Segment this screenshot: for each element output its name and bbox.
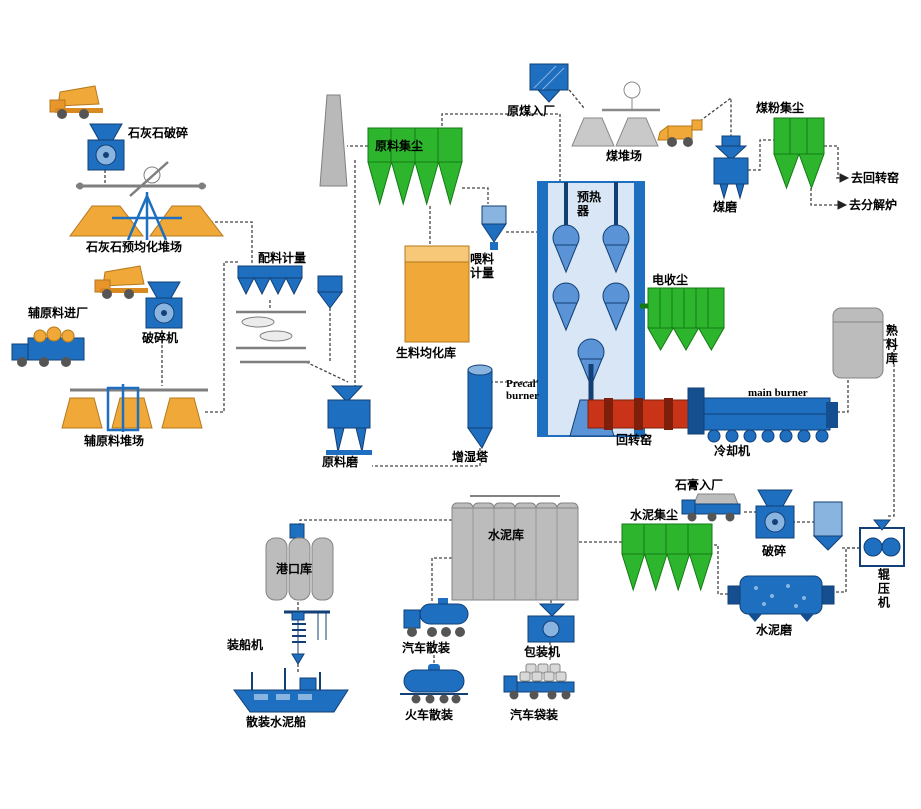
gypsum-silo-icon (812, 501, 844, 551)
label-clinker-silo: 熟料库 (884, 324, 899, 366)
raw-mill-icon (326, 385, 372, 455)
label-humidifier-tower: 增湿塔 (452, 450, 489, 464)
label-cement-dust: 水泥集尘 (630, 508, 679, 522)
label-ship-loader: 装船机 (227, 638, 264, 652)
label-aux-material-yard: 辅原料堆场 (84, 434, 145, 448)
rotary-kiln-icon (587, 398, 699, 430)
label-feeding-metering: 喂料计量 (470, 252, 495, 281)
cement-mill-icon (727, 575, 835, 622)
label-cooler: 冷却机 (714, 444, 751, 458)
esp-icon (647, 287, 725, 352)
batching-bins-icon (237, 265, 343, 309)
label-aux-material-entry: 辅原料进厂 (28, 306, 89, 320)
chimney-icon (319, 94, 348, 187)
label-limestone-preblending-yard: 石灰石预均化堆场 (86, 240, 183, 254)
gypsum-crusher-icon (755, 489, 795, 539)
raw-meal-silo-icon (404, 245, 470, 343)
mixer-truck-icon (49, 85, 103, 119)
label-coal-dust: 煤粉集尘 (756, 101, 805, 115)
rail-tank-icon (400, 664, 468, 704)
aux-stockpiles-icon (61, 397, 203, 429)
label-precal-burner: Precal' burner (506, 378, 539, 403)
tanker-truck-icon (403, 598, 469, 637)
label-to-calciner: 去分解炉 (849, 198, 898, 212)
label-cement-mill: 水泥磨 (756, 623, 793, 637)
label-truck-bagged: 汽车袋装 (510, 708, 559, 722)
aux-crusher-icon (145, 281, 183, 329)
roller-press-icon (859, 519, 905, 567)
label-packing-machine: 包装机 (524, 645, 561, 659)
label-rotary-kiln: 回转窑 (616, 433, 653, 447)
label-port-silo: 港口库 (276, 562, 313, 576)
label-train-bulk: 火车散装 (405, 708, 454, 722)
label-limestone-crushing: 石灰石破碎 (128, 126, 189, 140)
label-roller-press: 辊压机 (876, 568, 891, 610)
label-to-rotary-kiln: 去回转窑 (851, 171, 900, 185)
coal-mill-icon (713, 135, 749, 200)
label-crusher-machine: 破碎机 (142, 331, 179, 345)
label-coal-yard: 煤堆场 (606, 149, 643, 163)
label-main-burner: main burner (748, 387, 808, 399)
conveyor-icon (76, 161, 206, 197)
aux-mixer-truck-icon (94, 265, 148, 299)
flow-arrow-icons (836, 173, 850, 210)
packing-machine-icon (527, 603, 575, 643)
label-raw-mill: 原料磨 (322, 455, 359, 469)
stacker-reclaimer-icon (112, 192, 182, 241)
limestone-stockpile-icon (69, 205, 225, 237)
label-bulk-cement-ship: 散装水泥船 (246, 715, 307, 729)
label-gypsum-entry: 石膏入厂 (675, 478, 724, 492)
wheel-loader-icon (657, 119, 703, 147)
label-raw-material-dust: 原料集尘 (375, 139, 424, 153)
ship-loader-icon (284, 610, 330, 665)
port-silo-icon (265, 523, 334, 601)
raw-dust-collector-icon (367, 127, 463, 206)
bagged-truck-icon (503, 663, 575, 700)
humidifier-tower-icon (467, 364, 493, 449)
label-esp: 电收尘 (652, 273, 689, 287)
clinker-silo-icon (832, 307, 884, 379)
cement-silo-icon (451, 495, 579, 601)
feeder-icon (481, 205, 507, 250)
coal-yard-icon (571, 81, 660, 147)
batching-conveyors-icon (236, 310, 310, 364)
label-raw-meal-silo: 生料均化库 (396, 346, 457, 360)
aux-portal-icon (106, 384, 140, 432)
label-preheater: 预热器 (577, 190, 602, 219)
label-truck-bulk: 汽车散装 (402, 641, 451, 655)
cooler-icon (687, 387, 838, 443)
limestone-crusher-icon (87, 123, 125, 171)
label-raw-coal-entry: 原煤入厂 (507, 104, 556, 118)
gypsum-truck-icon (681, 493, 741, 522)
cement-dust-collector-icon (621, 523, 713, 592)
label-crushing: 破碎 (762, 544, 787, 558)
connector-lines (104, 85, 895, 672)
coal-dust-collector-icon (773, 117, 825, 190)
label-cement-silo: 水泥库 (488, 528, 525, 542)
label-coal-mill: 煤磨 (713, 200, 738, 214)
dump-truck-icon (11, 326, 85, 367)
coal-crusher-icon (529, 63, 569, 103)
label-batching-metering: 配料计量 (258, 251, 307, 265)
ship-icon (233, 668, 349, 713)
